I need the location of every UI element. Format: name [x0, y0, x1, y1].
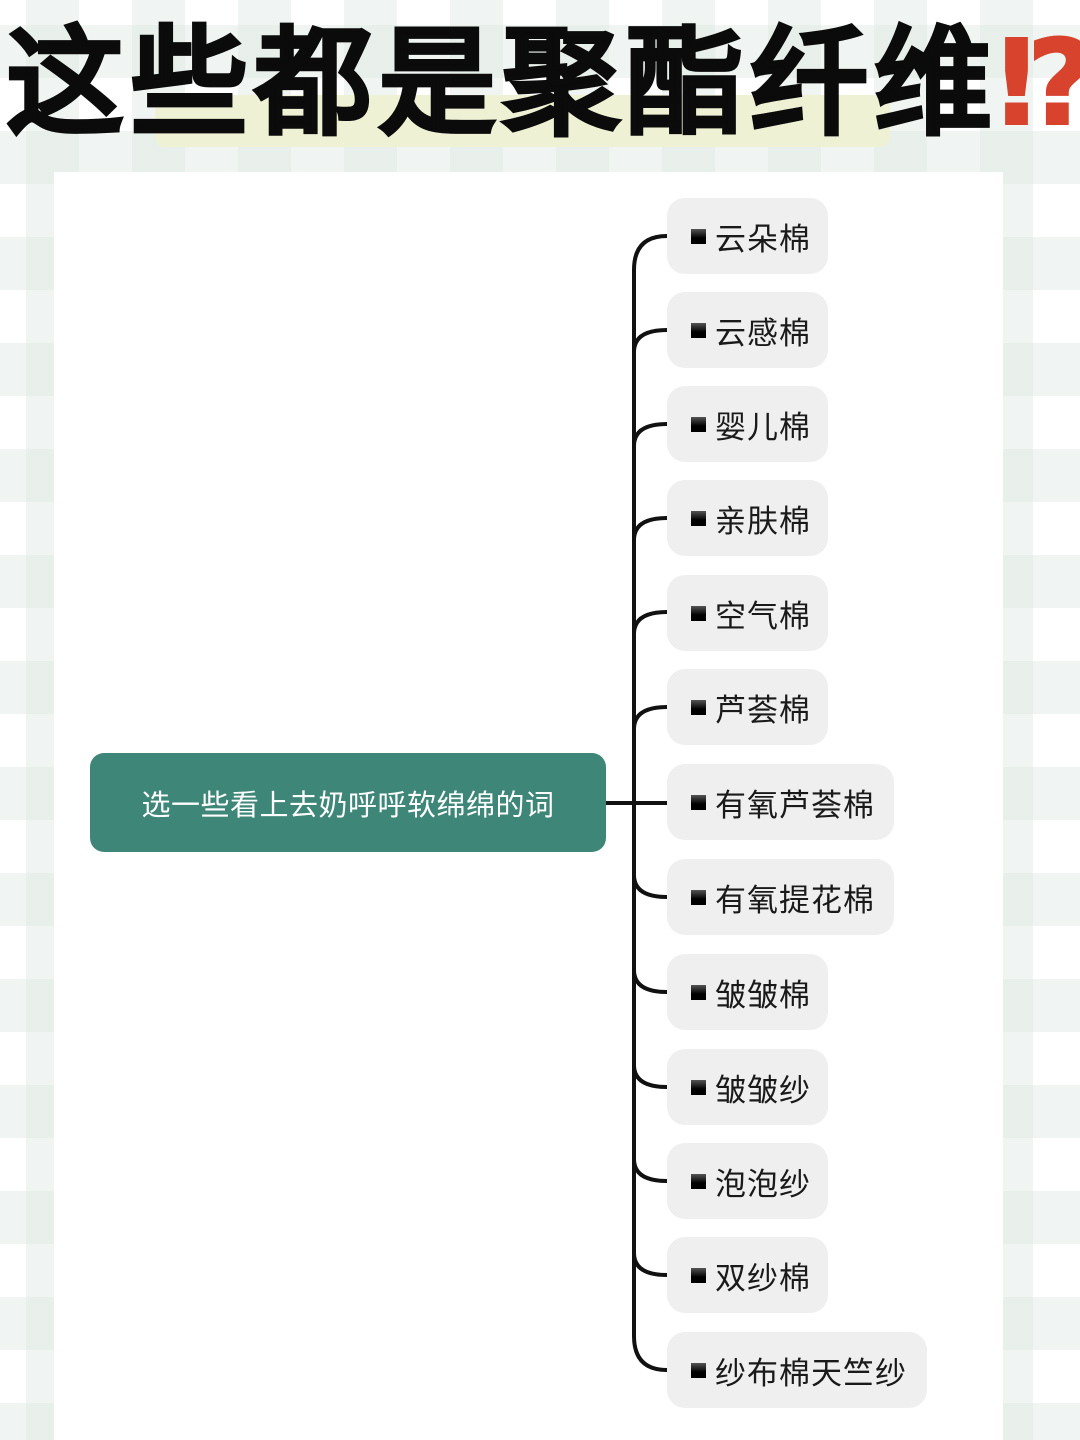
branch-line — [632, 422, 669, 448]
root-node-label: 选一些看上去奶呼呼软绵绵的词 — [141, 787, 555, 822]
square-bullet-icon — [691, 416, 706, 432]
child-node-label: 有氧提花棉 — [715, 882, 875, 919]
child-node-label: 纱布棉天竺纱 — [715, 1355, 907, 1392]
child-node-label: 有氧芦荟棉 — [715, 787, 875, 824]
child-node[interactable]: 婴儿棉 — [667, 386, 828, 462]
root-node[interactable]: 选一些看上去奶呼呼软绵绵的词 — [90, 753, 606, 852]
square-bullet-icon — [691, 699, 706, 715]
child-node[interactable]: 芦荟棉 — [667, 669, 828, 745]
square-bullet-icon — [691, 889, 706, 905]
mindmap-connectors — [604, 234, 669, 1372]
exclamation-question-icon: ⁉ — [997, 14, 1080, 152]
child-node-label: 亲肤棉 — [715, 503, 811, 540]
square-bullet-icon — [691, 1267, 706, 1283]
branch-line — [632, 1157, 669, 1183]
branch-line — [632, 705, 669, 731]
branch-line — [632, 328, 669, 354]
square-bullet-icon — [691, 794, 706, 810]
child-node[interactable]: 有氧芦荟棉 — [667, 764, 894, 840]
child-node-label: 婴儿棉 — [715, 409, 811, 446]
branch-line — [632, 1251, 669, 1277]
child-node[interactable]: 皱皱纱 — [667, 1049, 828, 1125]
child-node[interactable]: 皱皱棉 — [667, 954, 828, 1030]
square-bullet-icon — [691, 605, 706, 621]
square-bullet-icon — [691, 228, 706, 244]
child-node[interactable]: 云感棉 — [667, 292, 828, 368]
branch-line — [632, 610, 669, 636]
child-node[interactable]: 空气棉 — [667, 575, 828, 651]
square-bullet-icon — [691, 510, 706, 526]
branch-line — [632, 873, 669, 899]
square-bullet-icon — [691, 984, 706, 1000]
child-node[interactable]: 亲肤棉 — [667, 480, 828, 556]
title-highlight — [155, 95, 890, 147]
child-node-label: 皱皱棉 — [715, 977, 811, 1014]
child-node[interactable]: 双纱棉 — [667, 1237, 828, 1313]
page-title: 这些都是聚酯纤维⁉ — [5, 17, 1080, 149]
child-node[interactable]: 有氧提花棉 — [667, 859, 894, 935]
child-node-label: 云感棉 — [715, 315, 811, 352]
square-bullet-icon — [691, 1362, 706, 1378]
child-node-label: 泡泡纱 — [715, 1166, 811, 1203]
child-node-label: 芦荟棉 — [715, 692, 811, 729]
branch-line — [632, 516, 669, 542]
trunk-line — [632, 234, 669, 1372]
branch-line — [632, 968, 669, 994]
square-bullet-icon — [691, 322, 706, 338]
child-node[interactable]: 纱布棉天竺纱 — [667, 1332, 927, 1408]
child-node[interactable]: 泡泡纱 — [667, 1143, 828, 1219]
branch-line — [632, 1063, 669, 1089]
title-area: 这些都是聚酯纤维⁉ — [0, 0, 1080, 172]
square-bullet-icon — [691, 1173, 706, 1189]
mindmap-panel: 选一些看上去奶呼呼软绵绵的词 云朵棉 云感棉 婴儿棉 亲肤棉 空气棉 芦荟棉 有… — [54, 172, 1003, 1440]
child-node-label: 双纱棉 — [715, 1260, 811, 1297]
child-node[interactable]: 云朵棉 — [667, 198, 828, 274]
child-node-label: 皱皱纱 — [715, 1072, 811, 1109]
square-bullet-icon — [691, 1079, 706, 1095]
child-node-label: 空气棉 — [715, 598, 811, 635]
title-text: 这些都是聚酯纤维 — [5, 14, 999, 152]
child-node-label: 云朵棉 — [715, 221, 811, 258]
